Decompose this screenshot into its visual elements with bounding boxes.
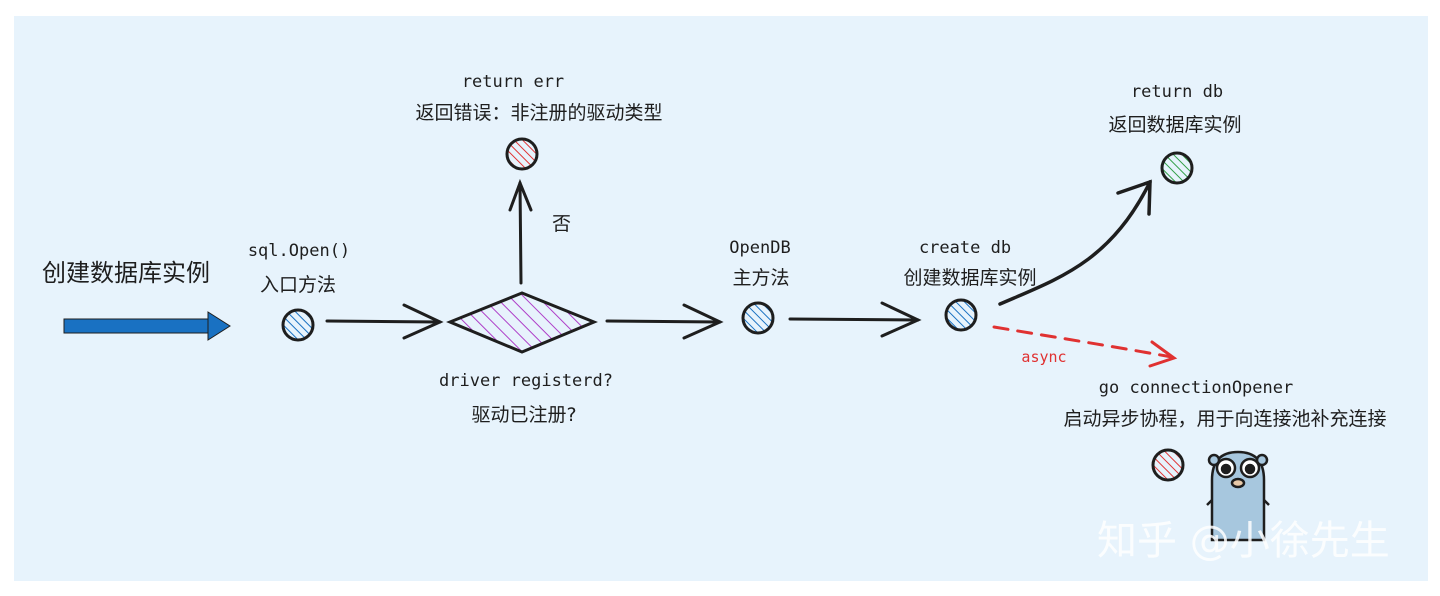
- edge-create-returndb: [998, 179, 1152, 306]
- edge-entry-decision: [325, 303, 444, 340]
- create-desc: 创建数据库实例: [903, 267, 1036, 289]
- edge-label-no: 否: [552, 213, 571, 235]
- opendb-desc: 主方法: [732, 267, 789, 289]
- opener-desc: 启动异步协程，用于向连接池补充连接: [1063, 408, 1386, 430]
- error-code: return err: [462, 72, 564, 92]
- returndb-desc: 返回数据库实例: [1108, 114, 1241, 136]
- create-code: create db: [919, 238, 1011, 258]
- edge-decision-opendb: [605, 303, 724, 340]
- error-node: [505, 137, 539, 171]
- async-label: async: [1021, 348, 1066, 366]
- decision-node: [446, 291, 598, 354]
- returndb-node: [1160, 151, 1194, 185]
- diagram-title: 创建数据库实例: [42, 259, 210, 287]
- decision-code: driver registerd?: [439, 371, 613, 391]
- error-desc: 返回错误：非注册的驱动类型: [415, 102, 662, 124]
- diagram-canvas: [14, 16, 1428, 581]
- opendb-code: OpenDB: [729, 238, 790, 258]
- entry-node: [281, 308, 315, 342]
- watermark: 知乎 @小徐先生: [1097, 518, 1390, 564]
- create-node: [944, 298, 978, 332]
- gopher-mascot-icon: [1206, 450, 1270, 542]
- decision-desc: 驱动已注册?: [471, 404, 576, 426]
- opener-code: go connectionOpener: [1099, 378, 1293, 398]
- opendb-node: [741, 301, 775, 335]
- entry-code: sql.Open(): [248, 241, 350, 261]
- opener-node: [1151, 448, 1185, 482]
- entry-desc: 入口方法: [260, 274, 336, 296]
- edge-opendb-create: [788, 301, 922, 338]
- entry-arrow: [63, 311, 231, 341]
- edge-create-opener-async: [992, 325, 1178, 368]
- returndb-code: return db: [1131, 82, 1223, 102]
- edge-decision-error: [508, 178, 533, 285]
